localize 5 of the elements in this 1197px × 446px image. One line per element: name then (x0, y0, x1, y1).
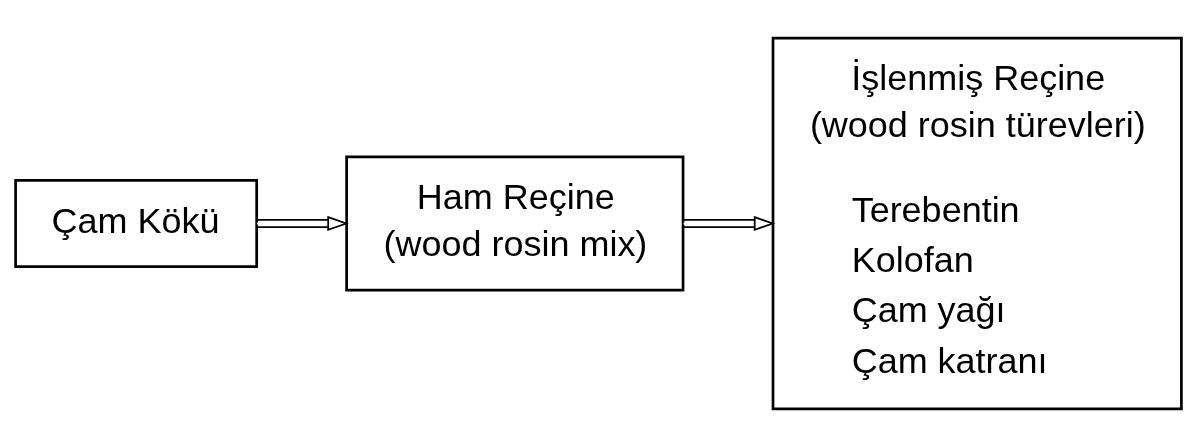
node-box: İşlenmiş Reçine (wood rosin türevleri) Terebentin Kolofan Çam yağı Çam katranı (771, 36, 1183, 410)
node-box: Ham Reçine (wood rosin mix) (345, 155, 685, 291)
arrow (256, 215, 349, 231)
arrow (682, 215, 776, 231)
node-box: Çam Kökü (14, 178, 259, 268)
